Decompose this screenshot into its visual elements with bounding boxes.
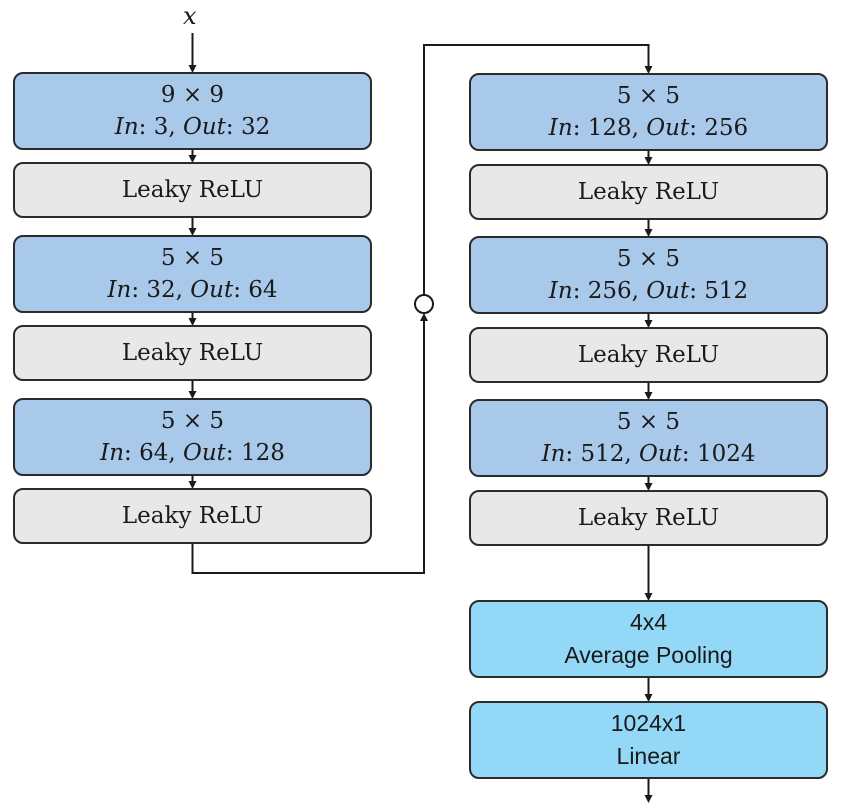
colon-separator: :	[225, 440, 241, 466]
conv-layer-box: 5 × 5 In: 512, Out: 1024	[469, 399, 828, 477]
junction-node	[414, 294, 434, 314]
channel-spec: In: 64, Out: 128	[100, 437, 285, 469]
out-value: 256	[704, 115, 749, 141]
colon-separator: :	[681, 441, 697, 467]
colon-separator: :	[572, 278, 588, 304]
conv-layer-box: 5 × 5 In: 128, Out: 256	[469, 73, 828, 151]
in-label: In	[548, 115, 573, 141]
activation-label: Leaky ReLU	[577, 342, 720, 368]
out-value: 512	[704, 278, 749, 304]
activation-box: Leaky ReLU	[469, 327, 828, 383]
out-value: 32	[240, 114, 271, 140]
colon-separator: :	[689, 115, 705, 141]
comma-separator: ,	[168, 440, 183, 466]
out-value: 1024	[696, 441, 756, 467]
activation-label: Leaky ReLU	[121, 340, 264, 366]
colon-separator: :	[131, 277, 147, 303]
activation-box: Leaky ReLU	[469, 164, 828, 220]
skip-connector-up	[191, 313, 428, 574]
activation-label: Leaky ReLU	[121, 177, 264, 203]
kernel-size-label: 5 × 5	[616, 409, 681, 435]
skip-connector-over	[423, 44, 653, 295]
in-value: 3	[153, 114, 169, 140]
in-value: 32	[146, 277, 176, 303]
head-size-label: 4x4	[629, 609, 668, 635]
activation-box: Leaky ReLU	[13, 162, 372, 218]
conv-layer-box: 5 × 5 In: 64, Out: 128	[13, 398, 372, 476]
activation-label: Leaky ReLU	[577, 179, 720, 205]
activation-box: Leaky ReLU	[469, 490, 828, 546]
in-label: In	[100, 440, 125, 466]
in-label: In	[114, 114, 139, 140]
kernel-size-label: 5 × 5	[160, 245, 225, 271]
comma-separator: ,	[631, 115, 647, 141]
in-label: In	[107, 277, 132, 303]
colon-separator: :	[124, 440, 140, 466]
channel-spec: In: 3, Out: 32	[115, 111, 271, 143]
colon-separator: :	[572, 115, 588, 141]
out-label: Out	[182, 114, 226, 140]
out-label: Out	[646, 278, 690, 304]
out-label: Out	[646, 115, 690, 141]
channel-spec: In: 512, Out: 1024	[541, 438, 755, 470]
conv-layer-box: 5 × 5 In: 32, Out: 64	[13, 235, 372, 313]
head-type-label: Linear	[616, 743, 681, 769]
conv-layer-box: 9 × 9 In: 3, Out: 32	[13, 72, 372, 150]
channel-spec: In: 256, Out: 512	[549, 275, 748, 307]
comma-separator: ,	[624, 441, 639, 467]
activation-box: Leaky ReLU	[13, 488, 372, 544]
kernel-size-label: 5 × 5	[160, 408, 225, 434]
colon-separator: :	[233, 277, 249, 303]
in-value: 512	[580, 441, 625, 467]
activation-label: Leaky ReLU	[121, 503, 264, 529]
comma-separator: ,	[168, 114, 183, 140]
head-size-label: 1024x1	[610, 710, 687, 736]
activation-label: Leaky ReLU	[577, 505, 720, 531]
conv-layer-box: 5 × 5 In: 256, Out: 512	[469, 236, 828, 314]
activation-box: Leaky ReLU	[13, 325, 372, 381]
in-label: In	[548, 278, 573, 304]
colon-separator: :	[689, 278, 705, 304]
comma-separator: ,	[175, 277, 191, 303]
out-label: Out	[190, 277, 234, 303]
kernel-size-label: 5 × 5	[616, 246, 681, 272]
in-label: In	[541, 441, 566, 467]
kernel-size-label: 9 × 9	[160, 82, 225, 108]
input-label: x	[183, 2, 197, 30]
out-label: Out	[638, 441, 682, 467]
out-value: 128	[240, 440, 285, 466]
in-value: 128	[587, 115, 632, 141]
colon-separator: :	[225, 114, 241, 140]
out-value: 64	[248, 277, 278, 303]
out-label: Out	[182, 440, 226, 466]
colon-separator: :	[138, 114, 154, 140]
channel-spec: In: 128, Out: 256	[549, 112, 748, 144]
colon-separator: :	[565, 441, 581, 467]
kernel-size-label: 5 × 5	[616, 83, 681, 109]
channel-spec: In: 32, Out: 64	[107, 274, 277, 306]
in-value: 256	[587, 278, 632, 304]
head-type-label: Average Pooling	[564, 642, 733, 668]
comma-separator: ,	[631, 278, 647, 304]
in-value: 64	[139, 440, 169, 466]
